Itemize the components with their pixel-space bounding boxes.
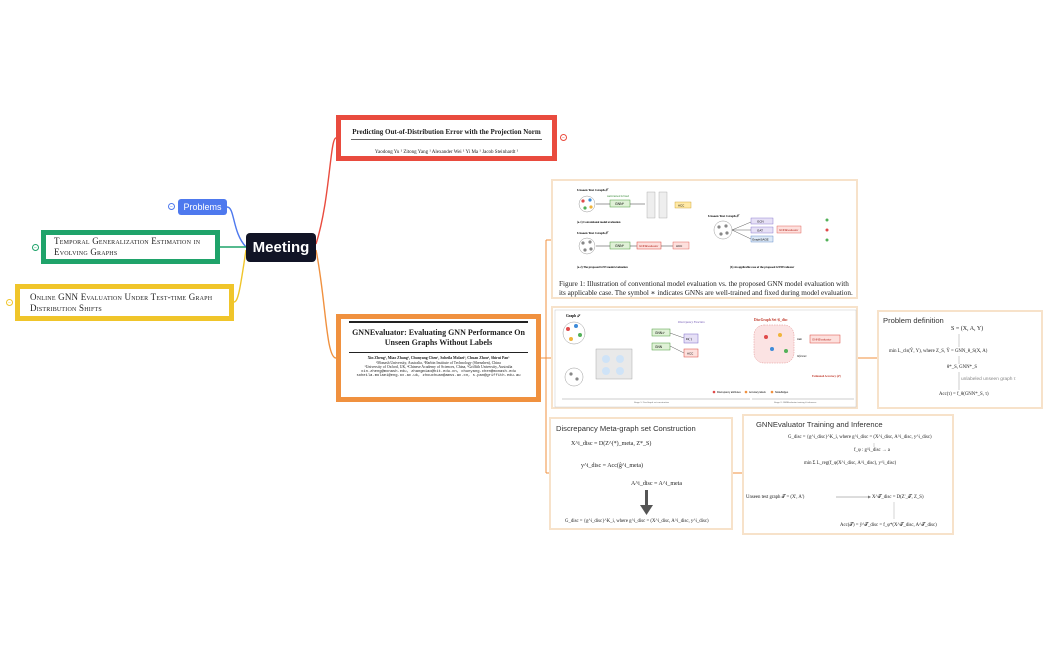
fig1-sub-b: (b) An applicable case of the proposed G… [730, 266, 795, 269]
training-eq-6: Acc(𝒯) = ŷ^𝒯_disc = f_φ*(X^𝒯_disc, A^𝒯_d… [840, 523, 937, 528]
figure1-caption: Figure 1: Illustration of conventional m… [559, 280, 853, 297]
discrepancy-metagraph-card[interactable]: Discrepancy Meta-graph set Construction … [549, 417, 733, 530]
fig1-gcn: GCN [757, 220, 764, 224]
central-topic-label: Meeting [252, 239, 310, 256]
fig2-gnn-s: GNN𝒮 [655, 331, 665, 335]
fig1-sub-a2: (a-2) The proposed GNN model evaluation [577, 266, 628, 269]
fig1-gnne-a2: GNNEvaluator [639, 244, 658, 248]
fig2-stage-2: Stage 2: GNNEvaluator training & inferen… [774, 401, 817, 404]
fig2-gnneval: GNNEvaluator [812, 338, 831, 342]
fig2-legend-1: Discrepancy attributes [717, 391, 741, 394]
paper-node-gnnevaluator[interactable]: GNNEvaluator: Evaluating GNN Performance… [336, 314, 541, 402]
fig1-sub-a1: (a-1) Conventional model evaluation [577, 221, 621, 224]
discrepancy-down-arrow-icon [640, 490, 653, 515]
problem-definition-card[interactable]: Problem definition S = (X, A, Y) min L_c… [877, 310, 1043, 409]
paper-affiliation-2: ³University of Oxford, UK, ⁴Chinese Acad… [364, 365, 513, 370]
problem-arrows [958, 334, 960, 390]
topic-temporal-label: Temporal Generalization Estimation in Ev… [54, 236, 201, 257]
topic-online-label: Online GNN Evaluation Under Test-time Gr… [30, 291, 213, 313]
training-title: GNNEvaluator Training and Inference [756, 420, 883, 429]
fig2-graph-s: Graph 𝒮 [566, 314, 581, 318]
fig2-legend-2: Accuracy labels [749, 391, 767, 394]
training-eq-1: G_disc = {g^i_disc}^K_i, where g^i_disc … [788, 435, 932, 440]
topic-problems-label: Problems [183, 202, 222, 212]
collapse-toggle-icon[interactable]: − [168, 203, 175, 210]
training-eq-4: Unseen test graph 𝒯 = (X', A') [746, 495, 805, 500]
fig1-unseen-label-a2: Unseen Test Graph 𝒯 [577, 231, 610, 235]
discrepancy-eq-4: G_disc = {g^i_disc}^K_i, where g^i_disc … [565, 519, 709, 524]
topic-online-gnn-evaluation[interactable]: Online GNN Evaluation Under Test-time Gr… [15, 284, 234, 321]
fig1-well-trained-a1: well-trained & fixed [607, 194, 629, 198]
fig2-dfunc: D(·) [686, 337, 692, 341]
topic-problems[interactable]: Problems [178, 199, 227, 215]
fig2-acc: ACC [687, 352, 694, 356]
problem-eq-3: θ*_S, GNN*_S [947, 365, 978, 370]
fig2-inference: Inference [796, 355, 808, 358]
topic-temporal-generalization[interactable]: Temporal Generalization Estimation in Ev… [41, 230, 220, 264]
paper-emails-2: soheila.molaei@eng.ox.ac.uk, zhouchuan@a… [356, 374, 521, 379]
fig2-train: train [797, 337, 803, 341]
fig1-unseen-label-b: Unseen Test Graph 𝒯 [708, 214, 741, 218]
fig1-gnn-star-a1: GNN* [615, 202, 625, 206]
problem-eq-2: min L_cls(Ŷ, Y), where Z_S, Ŷ = GNN_θ_S(… [889, 349, 988, 354]
fig1-graphsage: GraphSAGE [752, 238, 769, 242]
discrepancy-eq-1: X^i_disc = D(Z^(*)_meta, Z*_S) [571, 441, 652, 447]
problem-eq-1: S = (X, A, Y) [951, 326, 984, 332]
title-rule-top [349, 321, 528, 323]
paper-emails-1: xin.zheng@monash.edu, zhangmiao@hit.edu.… [361, 369, 516, 374]
fig2-stage-1: Stage 1: DiscGraph set construction [634, 401, 670, 404]
fig1-gnne-b: GNNEvaluator [779, 228, 798, 232]
problem-eq-5: Acc(τ) = f_θ(GNN*_S, τ) [939, 392, 989, 397]
discrepancy-eq-3: A^i_disc = A^i_meta [631, 481, 683, 487]
paper-node-projection-norm[interactable]: Predicting Out-of-Distribution Error wit… [336, 115, 557, 161]
problem-eq-4: unlabeled unseen graph τ [961, 377, 1016, 382]
paper-affiliation-1: ¹Monash University, Australia, ²Harbin I… [376, 360, 501, 365]
collapse-toggle-icon[interactable]: − [32, 244, 39, 251]
title-rule [351, 139, 542, 140]
fig2-legend-3: Node/Edges [775, 391, 789, 394]
gnnevaluator-training-card[interactable]: GNNEvaluator Training and Inference G_di… [742, 414, 954, 535]
paper-title: GNNEvaluator: Evaluating GNN Performance… [352, 328, 525, 347]
figure1-illustration: Unseen Test Graph 𝒯 GNN* well-trained & … [577, 188, 829, 269]
fig1-gnn-star-a2: GNN* [615, 244, 625, 248]
fig2-discgraph: DiscGraph Set 𝒢_disc [754, 318, 788, 322]
training-eq-2: f_φ : g^i_disc → a [854, 448, 890, 453]
paper-title: Predicting Out-of-Distribution Error wit… [352, 128, 541, 136]
figure2-pipeline: Graph 𝒮 GNN𝒮 GNN Discrepancy Function D(… [554, 309, 857, 408]
training-eq-3: min Σ L_reg(f_φ(X^i_disc, A^i_disc), y^i… [804, 461, 897, 466]
fig1-unseen-label-a1: Unseen Test Graph 𝒯 [577, 188, 610, 192]
training-eq-5: X^𝒯_disc = D(Z'_𝒯, Z_S) [872, 495, 924, 500]
collapse-toggle-icon[interactable]: − [560, 134, 567, 141]
figure2-card[interactable]: Graph 𝒮 GNN𝒮 GNN Discrepancy Function D(… [551, 306, 858, 409]
title-rule-bottom [349, 352, 528, 353]
collapse-toggle-icon[interactable]: − [6, 299, 13, 306]
paper-authors: Yaodong Yu ¹ Zitong Yang ¹ Alexander Wei… [374, 150, 519, 155]
problem-definition-title: Problem definition [883, 316, 944, 325]
fig1-gat: GAT [757, 229, 763, 233]
discrepancy-eq-2: y^i_disc = Acc(ĝ^i_meta) [581, 463, 643, 469]
fig2-gnn-p: GNN [655, 345, 663, 349]
figure1-card[interactable]: Unseen Test Graph 𝒯 GNN* well-trained & … [551, 179, 858, 299]
training-arrows [836, 443, 895, 519]
paper-authors: Xin Zheng¹, Miao Zhang², Chunyang Chen¹,… [367, 356, 510, 360]
fig2-estimated: Estimated Accuracy (𝒯) [812, 374, 841, 378]
central-topic-meeting[interactable]: Meeting [246, 233, 316, 262]
discrepancy-title: Discrepancy Meta-graph set Construction [556, 424, 696, 433]
fig1-acc-a2: ACC [676, 244, 683, 248]
fig2-discrepancy: Discrepancy Function [677, 320, 705, 324]
fig1-acc-a1: ACC [678, 204, 685, 208]
